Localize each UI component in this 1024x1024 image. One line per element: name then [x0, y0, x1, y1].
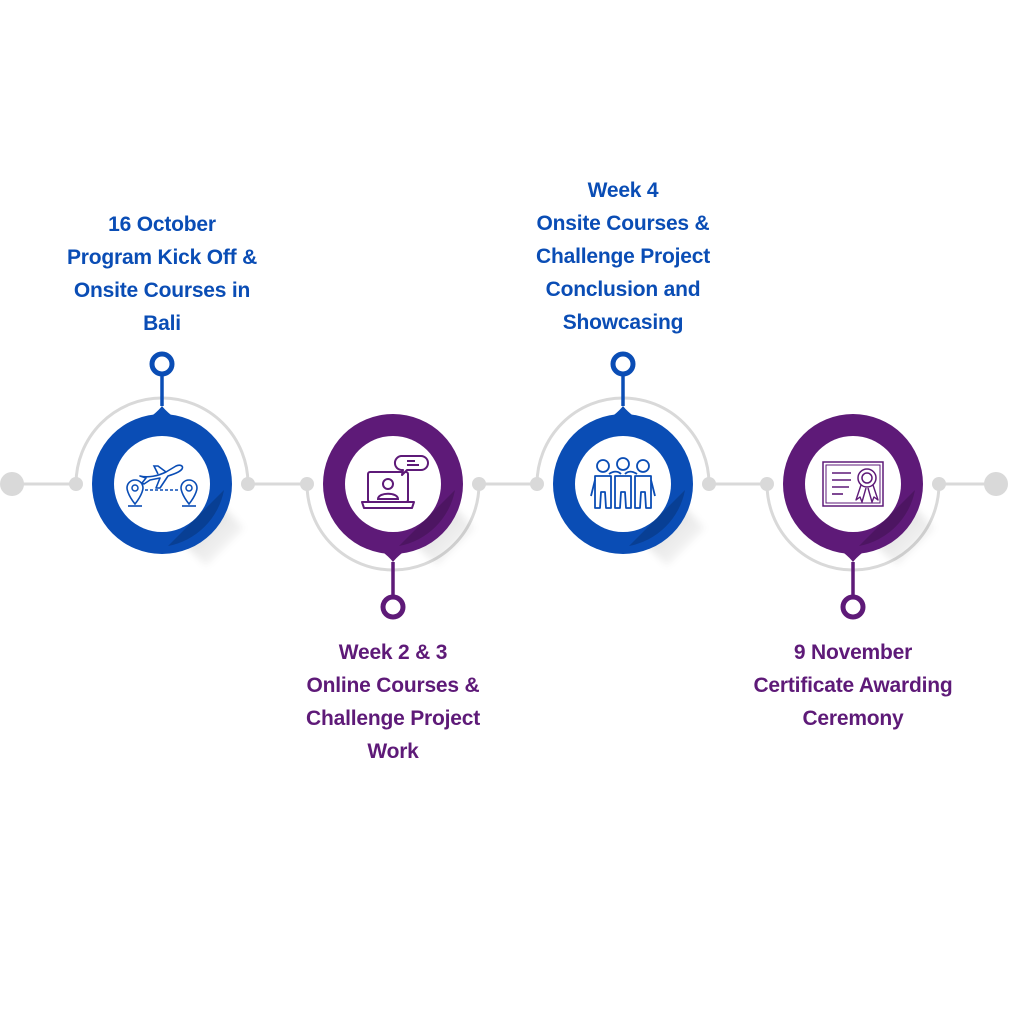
label-line: Certificate Awarding [753, 674, 953, 697]
label-line: Onsite Courses & [536, 212, 710, 235]
track-dots [0, 472, 1008, 496]
track-dot [760, 477, 774, 491]
track-dot [702, 477, 716, 491]
label-line: Challenge Project [306, 707, 480, 730]
label-line: Bali [143, 312, 181, 335]
label-line: 9 November [793, 641, 913, 664]
label-line: Challenge Project [536, 245, 710, 268]
node-inner-disc [805, 436, 901, 532]
track-dot [69, 477, 83, 491]
ring-shade [168, 490, 224, 546]
label-line: Program Kick Off & [66, 246, 258, 269]
track-dot [300, 477, 314, 491]
track-dot [241, 477, 255, 491]
label-line: Work [367, 740, 419, 763]
milestone-label-showcase: Week 4 Onsite Courses & Challenge Projec… [493, 174, 753, 339]
milestone-label-award: 9 November Certificate Awarding Ceremony [723, 636, 983, 735]
ring-shade [399, 490, 455, 546]
node-pin [380, 594, 406, 620]
track-end-dot-right [984, 472, 1008, 496]
team-group-icon [590, 457, 656, 509]
track-end-dot-left [0, 472, 24, 496]
track-dot [932, 477, 946, 491]
label-line: Onsite Courses in [73, 279, 251, 302]
milestone-node-online [323, 414, 475, 620]
label-line: Week 4 [587, 179, 659, 202]
milestone-node-kickoff [92, 351, 244, 566]
label-line: Online Courses & [306, 674, 480, 697]
airplane-route-icon [126, 464, 198, 507]
milestone-node-showcase [553, 351, 705, 566]
certificate-icon [822, 461, 884, 507]
node-pin [840, 594, 866, 620]
track-dot [472, 477, 486, 491]
label-line: Ceremony [802, 707, 904, 730]
milestone-label-kickoff: 16 October Program Kick Off & Onsite Cou… [32, 208, 292, 340]
online-class-icon [361, 455, 429, 509]
label-line: Week 2 & 3 [338, 641, 448, 664]
milestone-node-award [783, 414, 935, 620]
ring-shade [629, 490, 685, 546]
milestone-label-online: Week 2 & 3 Online Courses & Challenge Pr… [263, 636, 523, 768]
track-dot [530, 477, 544, 491]
label-line: Conclusion and [545, 278, 701, 301]
node-inner-disc [575, 436, 671, 532]
label-line: Showcasing [562, 311, 684, 334]
node-pin [610, 351, 636, 377]
ring-shade [859, 490, 915, 546]
label-line: 16 October [108, 213, 216, 236]
node-pin [149, 351, 175, 377]
